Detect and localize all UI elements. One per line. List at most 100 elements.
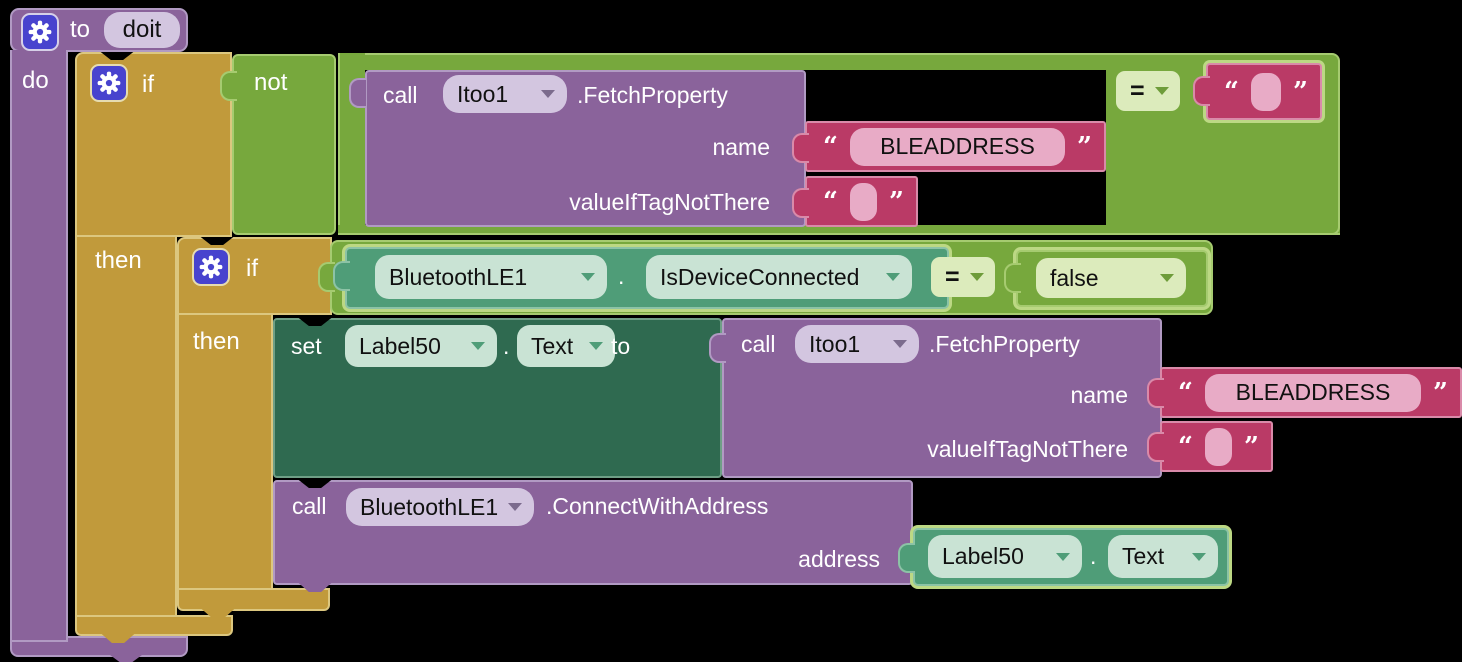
- string-plug-tab: [1147, 432, 1164, 462]
- close-quote: ”: [1077, 131, 1092, 162]
- empty-string-block[interactable]: “ ”: [1206, 63, 1322, 120]
- set-label50-text-block[interactable]: [273, 318, 722, 478]
- arg-address-label: address: [798, 546, 880, 572]
- chevron-down-icon: [1154, 87, 1169, 95]
- chevron-down-icon: [541, 90, 555, 98]
- call-plug-tab: [709, 333, 726, 363]
- inner-if-bottom-bar: [177, 588, 330, 611]
- component-name: Itoo1: [809, 330, 861, 357]
- outer-if-then-spine[interactable]: [75, 237, 177, 617]
- component-dropdown[interactable]: BluetoothLE1: [375, 255, 607, 299]
- equals-operator-dropdown[interactable]: =: [931, 257, 995, 297]
- chevron-down-icon: [581, 273, 595, 281]
- chevron-down-icon: [969, 273, 984, 281]
- inner-if-bottom-tab: [201, 609, 235, 618]
- getter-plug-tab: [898, 543, 915, 573]
- string-plug-tab: [792, 133, 809, 163]
- property-dropdown[interactable]: Text: [1108, 535, 1218, 578]
- call-label: call: [741, 331, 776, 357]
- close-quote: ”: [1433, 377, 1448, 408]
- not-label: not: [254, 69, 288, 96]
- procedure-name-field[interactable]: doit: [104, 12, 180, 48]
- equals-block-top-rim: [338, 53, 1106, 70]
- inner-if-top-notch: [200, 237, 234, 245]
- string-text-field[interactable]: BLEADDRESS: [1204, 373, 1422, 412]
- method-label: .FetchProperty: [577, 82, 728, 108]
- chevron-down-icon: [589, 342, 603, 350]
- dot-separator: .: [618, 263, 625, 289]
- property-name: IsDeviceConnected: [660, 263, 860, 290]
- component-dropdown[interactable]: Itoo1: [443, 75, 567, 113]
- component-dropdown[interactable]: BluetoothLE1: [346, 488, 534, 526]
- component-dropdown[interactable]: Label50: [345, 325, 497, 367]
- empty-string-block[interactable]: “ ”: [805, 176, 918, 227]
- chevron-down-icon: [886, 273, 900, 281]
- dot-separator: .: [503, 333, 510, 359]
- string-text-field[interactable]: BLEADDRESS: [849, 127, 1066, 166]
- method-label: .FetchProperty: [929, 331, 1080, 357]
- string-text-field[interactable]: [1250, 72, 1282, 111]
- string-text-field[interactable]: [1204, 427, 1233, 466]
- arg-valueiftagnotthere-label: valueIfTagNotThere: [927, 436, 1128, 462]
- call-label: call: [292, 493, 327, 519]
- bleaddress-string-block[interactable]: “ BLEADDRESS ”: [1160, 367, 1462, 418]
- equals-block-bottom-rim: [338, 225, 1340, 235]
- bleaddress-string-block[interactable]: “ BLEADDRESS ”: [805, 121, 1106, 172]
- string-plug-tab: [1193, 76, 1210, 106]
- procedure-do-spine[interactable]: [10, 50, 68, 642]
- mutator-gear-icon[interactable]: [90, 64, 128, 102]
- call-bottom-tab: [298, 583, 332, 592]
- inner-if-label: if: [246, 255, 258, 282]
- mutator-gear-icon[interactable]: [21, 13, 59, 51]
- false-plug-tab: [1004, 263, 1021, 293]
- inner-if-then-spine[interactable]: [177, 315, 273, 590]
- call-label: call: [383, 82, 418, 108]
- gear-glyph: [199, 255, 223, 279]
- outer-if-top-notch: [100, 52, 134, 60]
- string-plug-tab: [1147, 378, 1164, 408]
- equals-operator-dropdown[interactable]: =: [1116, 71, 1180, 111]
- chevron-down-icon: [1056, 552, 1070, 561]
- procedure-name-text: doit: [122, 16, 162, 43]
- property-dropdown[interactable]: Text: [517, 325, 615, 367]
- call-top-notch: [298, 480, 332, 488]
- gear-glyph: [97, 71, 121, 95]
- outer-if-bottom-tab: [101, 634, 135, 643]
- arg-valueiftagnotthere-label: valueIfTagNotThere: [569, 189, 770, 215]
- open-quote: “: [1178, 377, 1193, 408]
- getter-plug-tab: [333, 261, 350, 291]
- mutator-gear-icon[interactable]: [192, 248, 230, 286]
- property-dropdown[interactable]: IsDeviceConnected: [646, 255, 912, 299]
- component-name: Label50: [359, 332, 441, 359]
- chevron-down-icon: [508, 503, 523, 511]
- component-dropdown[interactable]: Itoo1: [795, 325, 919, 363]
- property-name: Text: [531, 332, 574, 359]
- equals-plug-tab: [318, 262, 335, 292]
- component-dropdown[interactable]: Label50: [928, 535, 1082, 578]
- open-quote: “: [823, 131, 838, 162]
- set-top-notch: [298, 318, 332, 326]
- method-label: .ConnectWithAddress: [546, 493, 769, 519]
- empty-string-block[interactable]: “ ”: [1160, 421, 1273, 472]
- close-quote: ”: [1293, 76, 1308, 107]
- not-plug-tab: [220, 71, 237, 101]
- string-text-field[interactable]: [849, 182, 878, 221]
- outer-if-bottom-bar: [75, 615, 233, 636]
- component-name: BluetoothLE1: [360, 493, 499, 520]
- chevron-down-icon: [471, 342, 485, 350]
- fetchproperty-call-block[interactable]: [365, 70, 806, 227]
- component-name: Label50: [942, 543, 1024, 569]
- outer-if-label: if: [142, 71, 154, 98]
- outer-then-label: then: [95, 247, 142, 274]
- set-to-label: to: [611, 333, 631, 359]
- not-block[interactable]: [232, 54, 336, 235]
- string-plug-tab: [792, 188, 809, 218]
- component-name: BluetoothLE1: [389, 263, 528, 290]
- open-quote: “: [1178, 431, 1193, 462]
- close-quote: ”: [889, 186, 904, 217]
- false-dropdown[interactable]: false: [1036, 258, 1186, 298]
- arg-name-label: name: [1070, 382, 1128, 408]
- set-label: set: [291, 333, 322, 359]
- arg-name-label: name: [712, 134, 770, 160]
- open-quote: “: [823, 186, 838, 217]
